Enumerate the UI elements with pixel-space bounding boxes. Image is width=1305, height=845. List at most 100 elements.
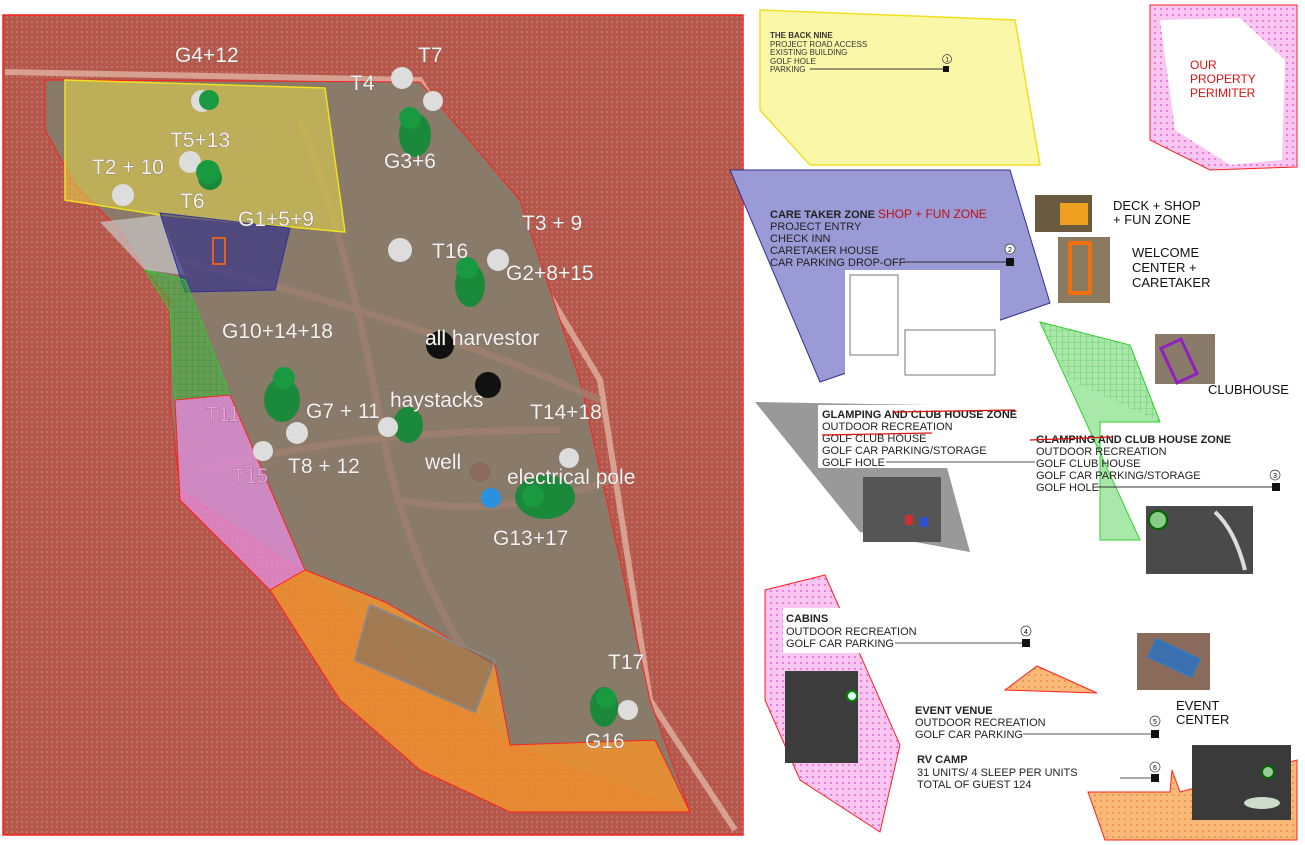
zone-item: CHECK INN: [770, 233, 831, 245]
pin-icon[interactable]: [391, 67, 413, 89]
zone-item: PROJECT ENTRY: [770, 221, 862, 233]
zone-subtitle: SHOP + FUN ZONE: [878, 207, 987, 221]
perimeter-label: PROPERTY: [1190, 72, 1256, 86]
label-t16: T16: [432, 240, 468, 263]
zone-title: CABINS: [786, 613, 828, 625]
pin-icon[interactable]: [618, 700, 638, 720]
legend-rv-camp: RV CAMP 31 UNITS/ 4 SLEEP PER UNITS TOTA…: [917, 745, 1298, 841]
map-pins[interactable]: [112, 67, 638, 720]
label-t6: T6: [180, 190, 205, 213]
legend-back-nine: THE BACK NINE PROJECT ROAD ACCESS EXISTI…: [759, 9, 1041, 166]
label-t2-10: T2 + 10: [92, 156, 164, 179]
zone-title: EVENT VENUE: [915, 705, 993, 717]
floor-plan-image: [845, 270, 1000, 382]
label-t8-12: T8 + 12: [288, 455, 360, 478]
zone-item: GOLF CAR PARKING: [786, 638, 894, 650]
road: [4, 69, 738, 832]
map-labels: G4+12 T7 T4 T5+13 T2 + 10 T6 G3+6 G1+5+9…: [92, 44, 645, 754]
label-electrical-pole: electrical pole: [507, 466, 635, 489]
deck-label: DECK + SHOP: [1113, 198, 1201, 213]
label-well: well: [424, 451, 461, 474]
zone-title: GLAMPING AND CLUB HOUSE ZONE: [822, 409, 1017, 421]
cabins-thumbnail: [785, 671, 858, 763]
legend-perimeter: OUR PROPERTY PERIMITER: [1149, 4, 1298, 171]
pin-icon[interactable]: [399, 107, 421, 129]
zone-item: GOLF HOLE: [822, 457, 885, 469]
zone-item: GOLF CAR PARKING: [915, 729, 1023, 741]
welcome-label: CENTER +: [1132, 260, 1197, 275]
legend-glamping: GLAMPING AND CLUB HOUSE ZONE OUTDOOR REC…: [1029, 434, 1281, 574]
zone-item: CARETAKER HOUSE: [770, 245, 879, 257]
zone-item: GOLF HOLE: [770, 57, 816, 66]
label-all-harvestor: all harvestor: [425, 327, 539, 350]
pin-icon[interactable]: [253, 441, 273, 461]
event-venue-pad: [353, 603, 497, 714]
pin-icon[interactable]: [481, 488, 501, 508]
zone-gray: [100, 215, 185, 275]
zone-item: GOLF CAR PARKING/STORAGE: [822, 445, 987, 457]
label-g10-14-18: G10+14+18: [222, 320, 333, 343]
pin-icon[interactable]: [456, 257, 478, 279]
zone-item: GOLF CLUB HOUSE: [1036, 458, 1141, 470]
pin-icon[interactable]: [596, 688, 616, 708]
pin-icon[interactable]: [522, 485, 544, 507]
zone-item: PROJECT ROAD ACCESS: [770, 40, 867, 49]
pin-icon[interactable]: [199, 90, 219, 110]
legend-event: EVENT CENTER EVENT VENUE OUTDOOR RECREAT…: [915, 633, 1229, 741]
zone-number: 6: [1153, 765, 1157, 772]
zone-item: GOLF CAR PARKING/STORAGE: [1036, 470, 1201, 482]
rv-camp-thumbnail: [1192, 745, 1291, 820]
label-t15: T15: [232, 465, 268, 488]
clubhouse-label: CLUBHOUSE: [1208, 382, 1289, 397]
zone-item: CAR PARKING DROP-OFF: [770, 257, 906, 269]
label-haystacks: haystacks: [390, 389, 483, 412]
legend-deck-shop: DECK + SHOP + FUN ZONE WELCOME CENTER + …: [1035, 195, 1211, 303]
legend-cabins: CABINS OUTDOOR RECREATION GOLF CAR PARKI…: [764, 574, 1032, 833]
pin-icon[interactable]: [470, 462, 490, 482]
zone-item: OUTDOOR RECREATION: [915, 717, 1046, 729]
pin-icon[interactable]: [286, 422, 308, 444]
zone-number: 2: [1008, 247, 1012, 254]
label-t5-13: T5+13: [170, 129, 230, 152]
zone-item: EXISTING BUILDING: [770, 48, 847, 57]
zone-item: OUTDOOR RECREATION: [822, 421, 953, 433]
legend-clubhouse: CLUBHOUSE: [1039, 321, 1289, 541]
pin-icon[interactable]: [559, 448, 579, 468]
zone-title: RV CAMP: [917, 754, 968, 766]
label-g1-5-9: G1+5+9: [238, 208, 314, 231]
pin-icon[interactable]: [378, 417, 398, 437]
perimeter-label: PERIMITER: [1190, 86, 1256, 100]
label-g7-11: G7 + 11: [306, 400, 380, 423]
label-g2-8-15: G2+8+15: [506, 262, 594, 285]
pin-icon[interactable]: [179, 151, 201, 173]
pin-icon[interactable]: [426, 331, 454, 359]
label-g3-6: G3+6: [384, 150, 436, 173]
zone-item: OUTDOOR RECREATION: [786, 626, 917, 638]
pin-icon[interactable]: [423, 91, 443, 111]
label-t14-18: T14+18: [530, 401, 602, 424]
clubhouse-thumbnail: [1155, 334, 1215, 384]
label-g13-17: G13+17: [493, 527, 568, 550]
aerial-map: G4+12 T7 T4 T5+13 T2 + 10 T6 G3+6 G1+5+9…: [2, 14, 744, 836]
label-t3-9: T3 + 9: [522, 212, 582, 235]
pin-icon[interactable]: [388, 238, 412, 262]
welcome-label: CARETAKER: [1132, 275, 1211, 290]
zone-title: GLAMPING AND CLUB HOUSE ZONE: [1036, 434, 1231, 446]
label-t7: T7: [418, 44, 443, 67]
pin-icon[interactable]: [196, 160, 220, 184]
zone-title: THE BACK NINE: [770, 31, 833, 40]
label-g4-12: G4+12: [175, 44, 239, 67]
pin-icon[interactable]: [112, 184, 134, 206]
label-t4: T4: [350, 72, 375, 95]
welcome-label: WELCOME: [1132, 245, 1200, 260]
pin-icon[interactable]: [487, 249, 509, 271]
event-center-label: CENTER: [1176, 712, 1229, 727]
pin-icon[interactable]: [475, 372, 501, 398]
zone-item: 31 UNITS/ 4 SLEEP PER UNITS: [917, 767, 1078, 779]
zone-item: PARKING: [770, 65, 805, 74]
zone-item: OUTDOOR RECREATION: [1036, 446, 1167, 458]
label-g16: G16: [585, 730, 625, 753]
pin-icon[interactable]: [273, 367, 295, 389]
legend-glamping-old: GLAMPING AND CLUB HOUSE ZONE OUTDOOR REC…: [755, 402, 1035, 552]
